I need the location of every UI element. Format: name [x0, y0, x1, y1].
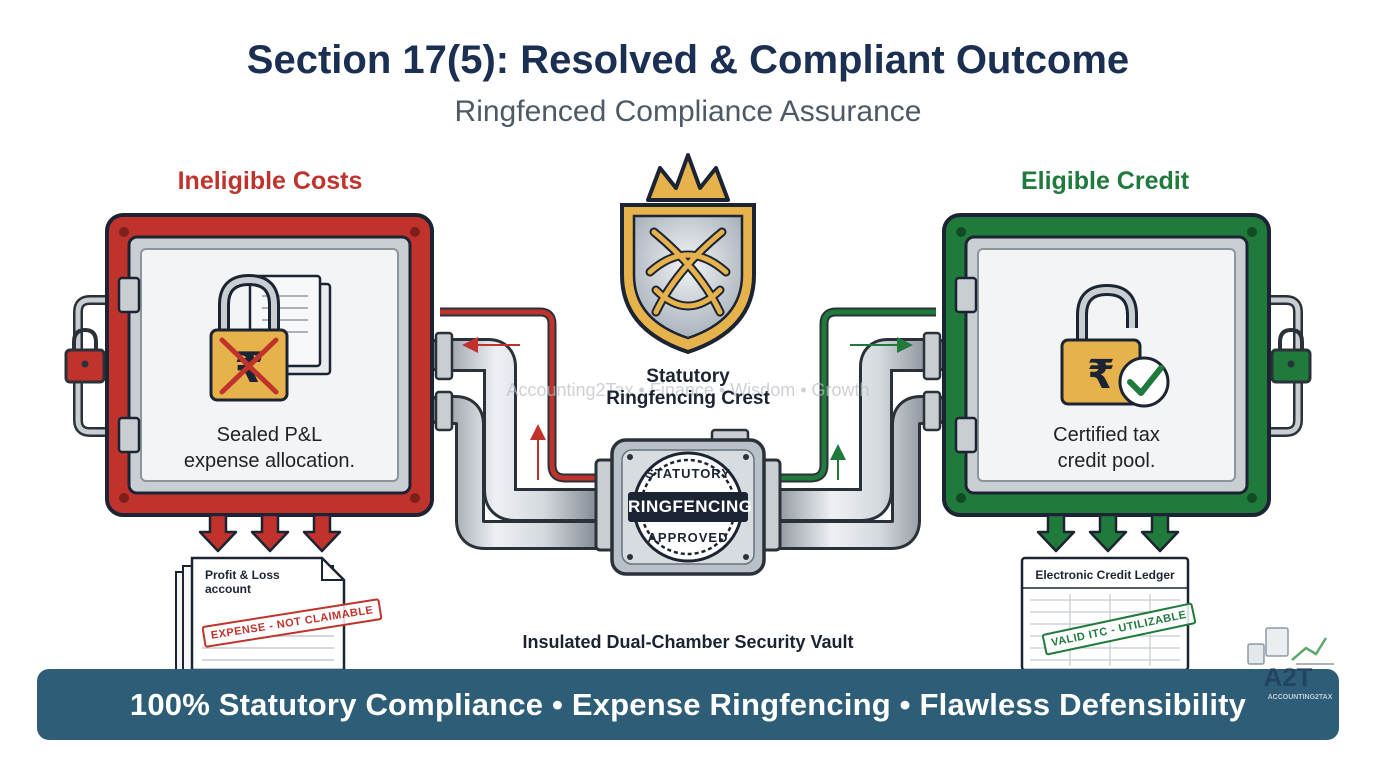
crest-label-line2: Ringfencing Crest [606, 388, 770, 409]
right-vault-line2: credit pool. [1057, 450, 1156, 472]
ineligible-costs-heading: Ineligible Costs [177, 167, 363, 195]
pl-doc-title-line1: Profit & Loss [205, 568, 280, 582]
left-vault-line1: Sealed P&L [216, 424, 323, 446]
pl-doc-title: Profit & Loss account [205, 568, 280, 596]
green-down-arrows-icon [1036, 513, 1180, 553]
check-badge-icon [1118, 356, 1170, 408]
seal-device [594, 428, 782, 576]
side-padlock-green-icon [1270, 327, 1312, 384]
page-title: Section 17(5): Resolved & Compliant Outc… [246, 38, 1130, 82]
crest-label-line1: Statutory [646, 366, 730, 387]
a2t-logo [1247, 627, 1334, 665]
seal-center-text: RINGFENCING [628, 497, 753, 516]
red-down-arrows-icon [198, 513, 342, 553]
left-vault: ₹ [64, 213, 434, 553]
logo-letters: A2T [1263, 662, 1313, 692]
pl-doc-title-line2: account [205, 582, 252, 596]
rupee-green-icon: ₹ [1087, 352, 1115, 398]
watermark-text: Accounting2Tax • Finance • Wisdom • Grow… [506, 380, 870, 400]
seal-bottom-text: APPROVED [647, 530, 729, 545]
page-subtitle: Ringfenced Compliance Assurance [454, 95, 922, 128]
ledger-doc-title: Electronic Credit Ledger [1035, 568, 1175, 582]
banner-text: 100% Statutory Compliance • Expense Ring… [129, 686, 1247, 722]
left-vault-line2: expense allocation. [183, 450, 356, 472]
eligible-credit-heading: Eligible Credit [1020, 167, 1190, 195]
side-padlock-icon [64, 327, 106, 384]
left-vault-caption: Sealed P&L expense allocation. [141, 422, 398, 474]
pipe-network [423, 331, 953, 550]
right-vault: ₹ [942, 213, 1312, 553]
crest-shield-icon [620, 153, 756, 355]
logo-text: ACCOUNTING2TAX [1267, 694, 1333, 701]
compliance-banner: 100% Statutory Compliance • Expense Ring… [37, 669, 1339, 740]
vault-caption: Insulated Dual-Chamber Security Vault [522, 632, 854, 652]
right-vault-line1: Certified tax [1053, 424, 1160, 446]
locked-padlock-icon: ₹ [209, 273, 289, 402]
seal-top-text: STATUTORY [645, 466, 731, 481]
crest-label: Statutory Ringfencing Crest [580, 366, 796, 410]
right-vault-caption: Certified tax credit pool. [978, 422, 1235, 474]
